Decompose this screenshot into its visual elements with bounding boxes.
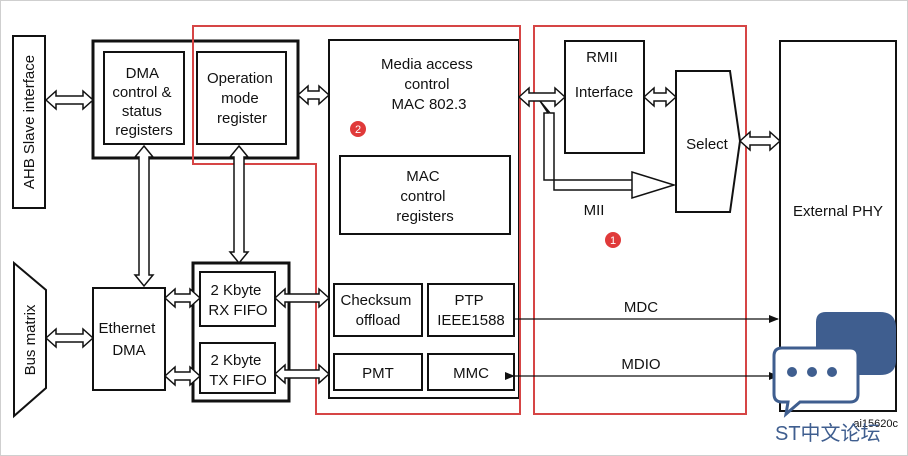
checksum-line: offload bbox=[356, 312, 401, 329]
svg-text:2 Kbyte RX FIFO: 2 Kbyte RX FIFO bbox=[208, 282, 267, 319]
marker-one-label: 1 bbox=[610, 235, 616, 247]
marker-two: 2 bbox=[350, 121, 366, 137]
ethdma-to-rxfifo-arrow bbox=[163, 287, 202, 309]
mmc-label: MMC bbox=[453, 365, 489, 382]
ahb-slave-interface-label: AHB Slave interface bbox=[21, 55, 38, 189]
mac-ctrl-line: control bbox=[400, 188, 445, 205]
op-mode-line: register bbox=[217, 110, 267, 127]
rx-fifo-block: 2 Kbyte RX FIFO bbox=[199, 271, 276, 327]
rmii-to-select-arrow bbox=[642, 86, 678, 108]
dma-ctrl-line: DMA bbox=[126, 65, 159, 82]
mmc-block: MMC bbox=[427, 353, 515, 391]
mdc-label: MDC bbox=[624, 299, 658, 316]
svg-text:2 Kbyte TX FIFO: 2 Kbyte TX FIFO bbox=[209, 352, 267, 389]
figure-id-label: ai15620c bbox=[853, 418, 898, 430]
svg-text:Media access control: Media access control MAC 802.3 bbox=[381, 56, 477, 113]
dma-ctrl-line: registers bbox=[115, 122, 173, 139]
select-to-phy-arrow bbox=[738, 130, 782, 152]
tx-fifo-block: 2 Kbyte TX FIFO bbox=[199, 342, 276, 394]
mii-routing-arrowhead bbox=[631, 170, 677, 200]
rxfifo-to-mac-arrow bbox=[273, 287, 331, 309]
ptp-line: PTP bbox=[454, 292, 483, 309]
bus-to-ethernet-dma-arrow bbox=[44, 327, 95, 349]
pmt-label: PMT bbox=[362, 365, 394, 382]
rx-fifo-line: 2 Kbyte bbox=[210, 282, 261, 299]
rmii-line: Interface bbox=[575, 84, 633, 101]
opmode-to-fifo-arrow bbox=[228, 144, 250, 265]
highlight-region-mac bbox=[192, 25, 521, 415]
ptp-line: IEEE1588 bbox=[437, 312, 505, 329]
ahb-to-dma-arrow bbox=[44, 89, 95, 111]
dma-ctrl-line: control & bbox=[112, 84, 171, 101]
op-mode-to-mac-arrow bbox=[296, 84, 331, 106]
mac-title-line: MAC 802.3 bbox=[391, 96, 466, 113]
checksum-line: Checksum bbox=[340, 292, 411, 309]
txfifo-to-mac-arrow bbox=[273, 363, 331, 385]
dma-control-status-registers-block: DMA control & status registers bbox=[103, 51, 185, 145]
dma-ctrl-to-ethdma-arrow bbox=[133, 144, 155, 288]
op-mode-line: Operation bbox=[207, 70, 273, 87]
pmt-block: PMT bbox=[333, 353, 423, 391]
rmii-interface-block: RMII Interface bbox=[564, 40, 645, 154]
bus-matrix-block: Bus matrix bbox=[13, 260, 47, 419]
ethernet-dma-block: Ethernet DMA bbox=[92, 287, 166, 391]
tx-fifo-line: TX FIFO bbox=[209, 372, 267, 389]
eth-dma-line: Ethernet bbox=[99, 320, 157, 337]
mii-label: MII bbox=[584, 202, 605, 219]
marker-one: 1 bbox=[605, 232, 621, 248]
svg-text:Checksum offload: Checksum offload bbox=[340, 292, 415, 329]
watermark-text: ST中文论坛 bbox=[775, 422, 881, 445]
rmii-line: RMII bbox=[586, 49, 618, 66]
checksum-offload-block: Checksum offload bbox=[333, 283, 423, 337]
marker-two-label: 2 bbox=[355, 124, 361, 136]
mac-to-rmii-arrow bbox=[517, 86, 567, 108]
svg-text:DMA control & stat: DMA control & status registers bbox=[112, 65, 175, 139]
svg-text:Operation mode reg: Operation mode register bbox=[207, 70, 277, 127]
forum-chat-logo-icon bbox=[772, 312, 896, 418]
mac-title-line: Media access bbox=[381, 56, 473, 73]
mdio-label: MDIO bbox=[621, 356, 660, 373]
bus-matrix-label: Bus matrix bbox=[22, 304, 39, 375]
op-mode-line: mode bbox=[221, 90, 259, 107]
svg-text:PTP IEEE1588: PTP IEEE1588 bbox=[437, 292, 505, 329]
ethdma-to-txfifo-arrow bbox=[163, 365, 202, 387]
svg-text:Ethernet DMA: Ethernet DMA bbox=[99, 320, 160, 359]
select-mux-block: Select bbox=[675, 70, 742, 213]
external-phy-label: External PHY bbox=[793, 203, 883, 220]
highlight-region-phy-interface bbox=[533, 25, 747, 415]
mac-control-registers-block: MAC control registers bbox=[339, 155, 511, 235]
mac-ctrl-line: registers bbox=[396, 208, 454, 225]
operation-mode-register-block: Operation mode register bbox=[196, 51, 287, 145]
mac-title-line: control bbox=[404, 76, 449, 93]
svg-text:MAC control regist: MAC control registers bbox=[396, 168, 454, 225]
tx-fifo-line: 2 Kbyte bbox=[210, 352, 261, 369]
dma-ctrl-line: status bbox=[122, 103, 162, 120]
ptp-ieee1588-block: PTP IEEE1588 bbox=[427, 283, 515, 337]
mac-ctrl-line: MAC bbox=[406, 168, 440, 185]
eth-dma-line: DMA bbox=[112, 342, 145, 359]
svg-text:RMII Interface: RMII Interface bbox=[575, 49, 633, 101]
rx-fifo-line: RX FIFO bbox=[208, 302, 267, 319]
select-label: Select bbox=[686, 136, 729, 153]
ahb-slave-interface-block: AHB Slave interface bbox=[12, 35, 46, 209]
